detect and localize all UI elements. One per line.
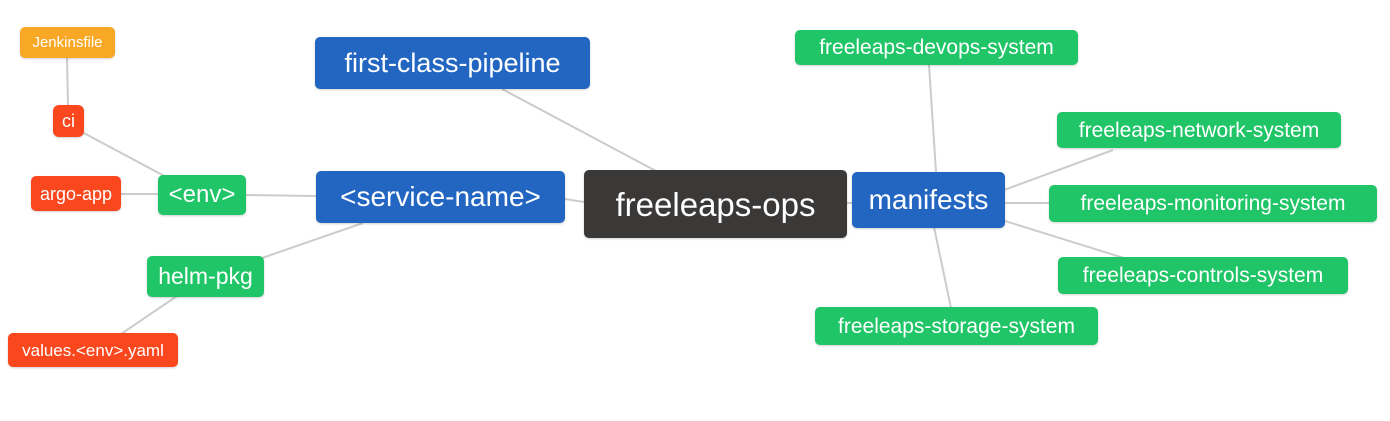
node-freeleaps-devops-system[interactable]: freeleaps-devops-system — [795, 30, 1078, 65]
node-ci-label: ci — [62, 111, 75, 131]
node-freeleaps-storage-system[interactable]: freeleaps-storage-system — [815, 307, 1098, 345]
node-freeleaps-network-system[interactable]: freeleaps-network-system — [1057, 112, 1341, 148]
edge-values-helm-pkg — [120, 295, 178, 335]
edge-manifests-storage — [933, 226, 952, 309]
node-freeleaps-devops-system-label: freeleaps-devops-system — [819, 36, 1054, 59]
node-values-env-yaml[interactable]: values.<env>.yaml — [8, 333, 178, 367]
node-helm-pkg[interactable]: helm-pkg — [147, 256, 264, 297]
node-service-name[interactable]: <service-name> — [316, 171, 565, 223]
node-first-class-pipeline[interactable]: first-class-pipeline — [315, 37, 590, 89]
edge-service-name-freeleaps-ops — [564, 198, 585, 203]
node-freeleaps-network-system-label: freeleaps-network-system — [1078, 118, 1320, 142]
edge-env-service-name — [245, 194, 317, 197]
node-freeleaps-storage-system-label: freeleaps-storage-system — [838, 314, 1075, 338]
edge-helm-pkg-service-name — [261, 222, 364, 259]
edge-ci-env — [81, 131, 169, 179]
node-freeleaps-monitoring-system[interactable]: freeleaps-monitoring-system — [1049, 185, 1377, 222]
edge-pipeline-freeleaps-ops — [501, 88, 657, 172]
node-first-class-pipeline-label: first-class-pipeline — [344, 47, 561, 78]
edge-manifests-devops — [928, 64, 937, 173]
node-service-name-label: <service-name> — [340, 181, 541, 212]
node-argo-app-label: argo-app — [39, 183, 113, 204]
node-manifests[interactable]: manifests — [852, 172, 1005, 228]
node-helm-pkg-label: helm-pkg — [158, 263, 253, 289]
node-manifests-label: manifests — [868, 184, 989, 215]
node-jenkinsfile[interactable]: Jenkinsfile — [20, 27, 115, 58]
node-ci[interactable]: ci — [53, 105, 84, 137]
node-env[interactable]: <env> — [158, 175, 246, 215]
node-freeleaps-controls-system-label: freeleaps-controls-system — [1082, 264, 1324, 287]
node-values-env-yaml-label: values.<env>.yaml — [22, 340, 164, 360]
node-env-label: <env> — [168, 181, 236, 208]
node-freeleaps-monitoring-system-label: freeleaps-monitoring-system — [1080, 192, 1346, 215]
node-argo-app[interactable]: argo-app — [31, 176, 121, 211]
node-freeleaps-ops[interactable]: freeleaps-ops — [584, 170, 847, 238]
edge-manifests-network — [1003, 149, 1114, 191]
edge-manifests-controls — [1004, 220, 1128, 260]
edge-jenkinsfile-ci — [66, 57, 69, 107]
node-jenkinsfile-label: Jenkinsfile — [32, 34, 103, 51]
node-freeleaps-ops-label: freeleaps-ops — [615, 185, 816, 223]
node-freeleaps-controls-system[interactable]: freeleaps-controls-system — [1058, 257, 1348, 294]
